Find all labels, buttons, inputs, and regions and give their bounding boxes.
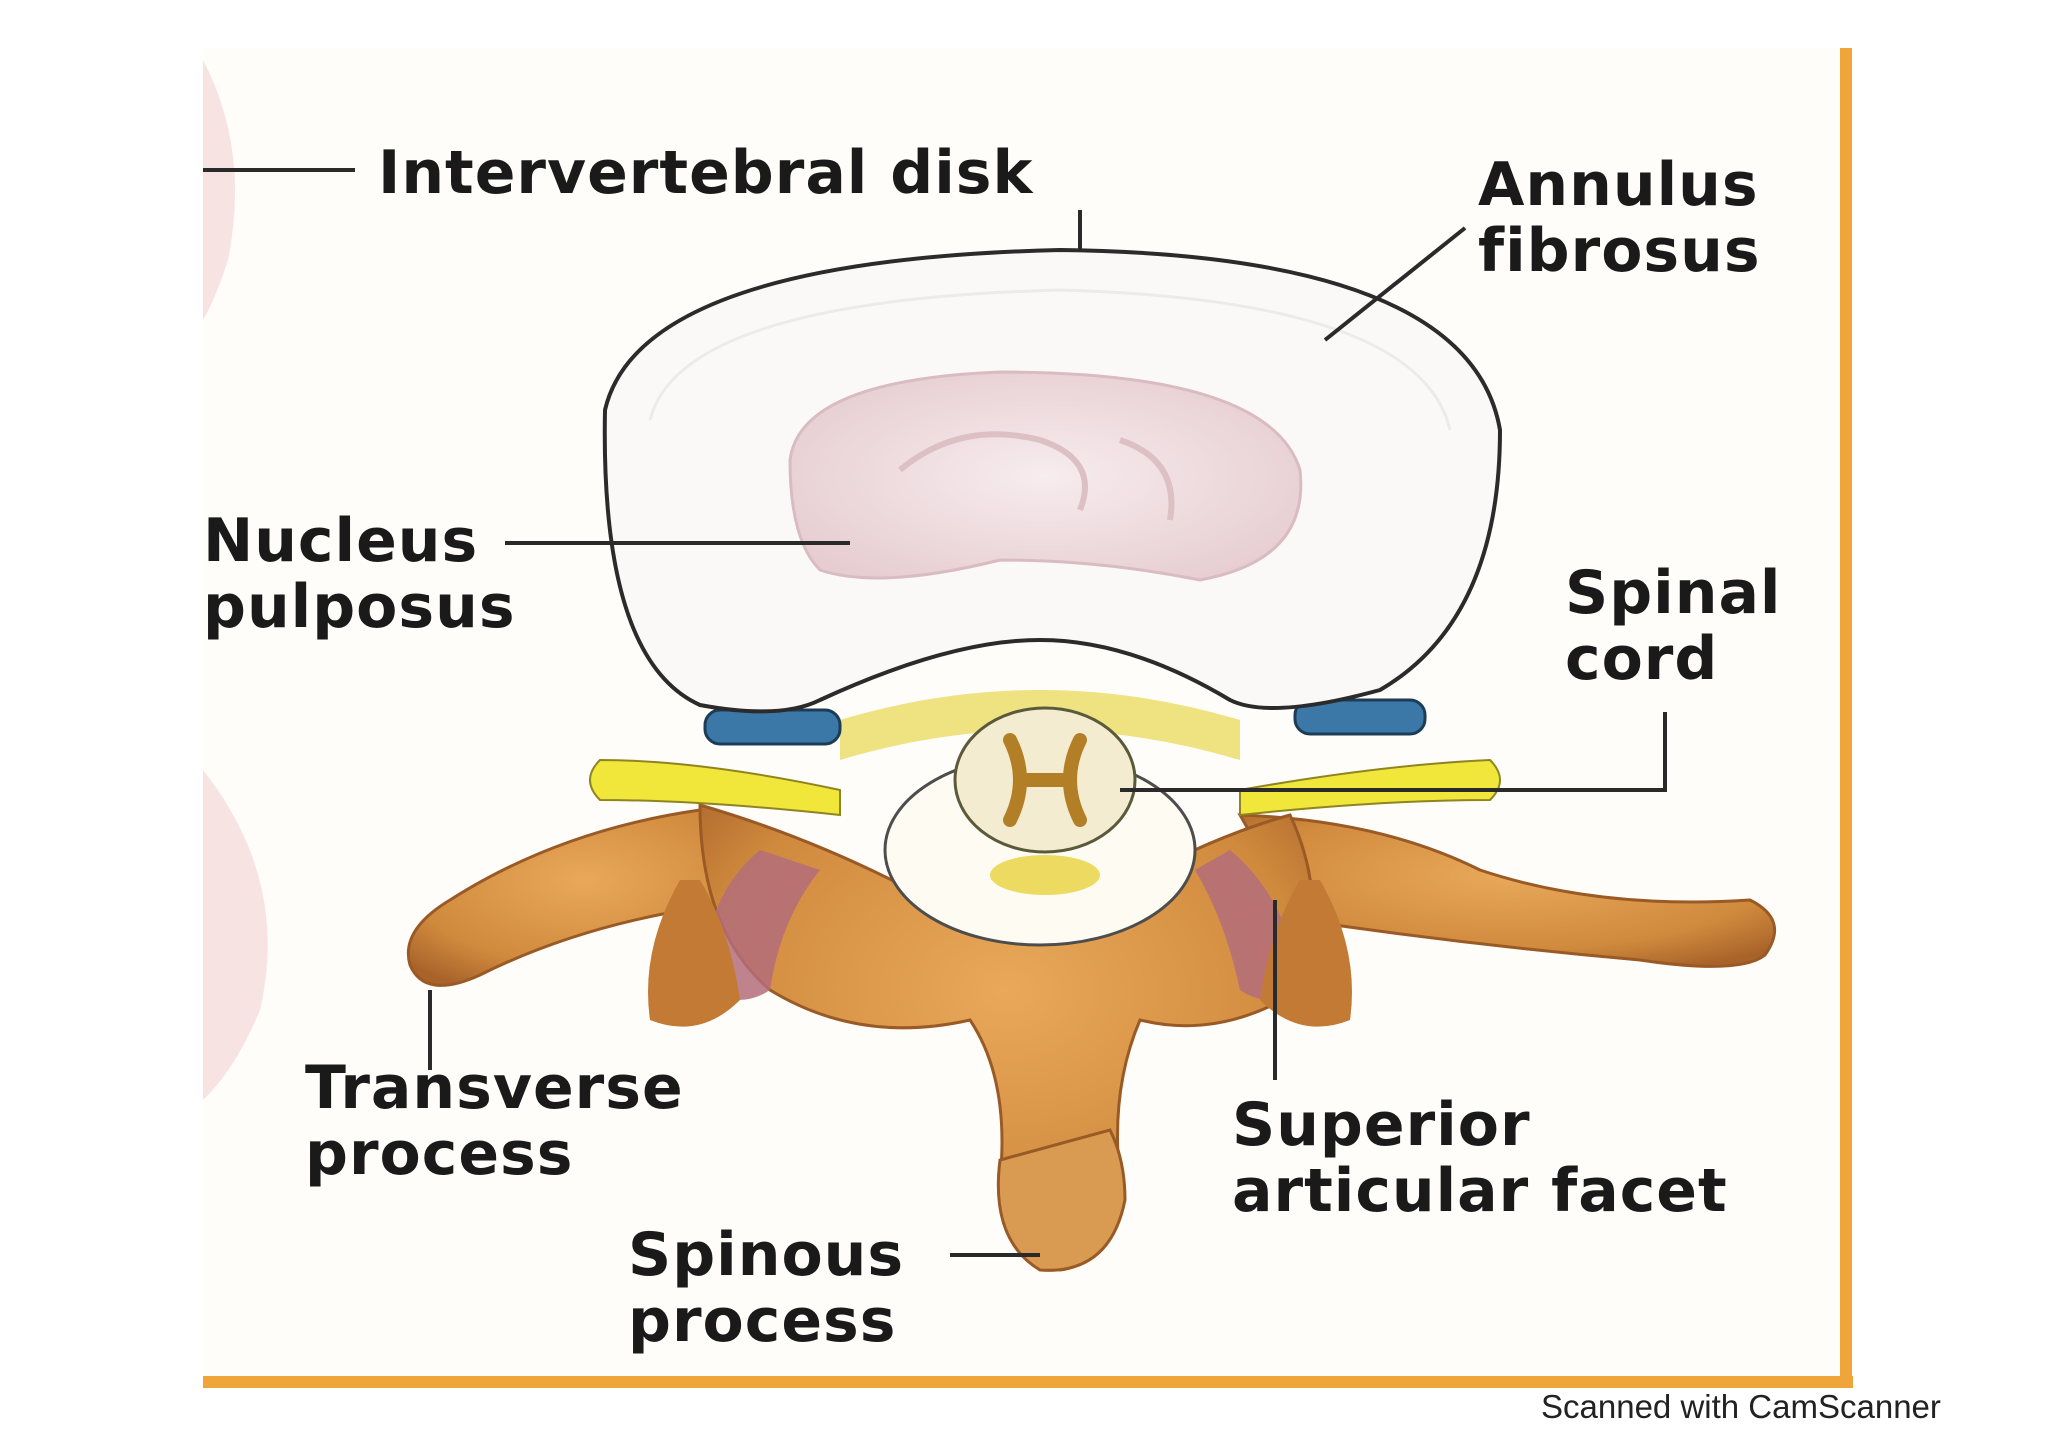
label-nucleus-pulposus-line-2: pulposus (203, 572, 516, 642)
nucleus-pulposus (788, 370, 1303, 582)
label-superior-articular-facet-line-2: articular facet (1232, 1156, 1728, 1226)
label-nucleus-pulposus: Nucleus pulposus (203, 508, 516, 640)
label-transverse-process-line-1: Transverse (305, 1053, 684, 1123)
label-superior-articular-facet-line-1: Superior (1232, 1090, 1531, 1160)
label-spinous-process-line-2: process (628, 1286, 897, 1356)
label-spinous-process: Spinous process (628, 1222, 904, 1354)
label-annulus-fibrosus-line-2: fibrosus (1478, 216, 1761, 286)
label-transverse-process-line-2: process (305, 1119, 574, 1189)
label-annulus-fibrosus: Annulus fibrosus (1478, 152, 1761, 284)
label-intervertebral-disk: Intervertebral disk (378, 140, 1033, 206)
ligament-left (703, 708, 842, 746)
spinal-cord (953, 706, 1137, 895)
label-spinal-cord: Spinal cord (1565, 560, 1782, 692)
adjacent-vertebra-top (203, 60, 236, 320)
leader-spinal-cord (1120, 712, 1667, 792)
label-spinal-cord-line-1: Spinal (1565, 558, 1782, 628)
adjacent-vertebra-bottom (203, 770, 268, 1100)
label-superior-articular-facet: Superior articular facet (1232, 1092, 1728, 1224)
intervertebral-disk (602, 247, 1503, 714)
label-spinal-cord-line-2: cord (1565, 624, 1719, 694)
vertebral-arch (406, 802, 1776, 1272)
leader-lines (203, 168, 1667, 1257)
label-spinous-process-line-1: Spinous (628, 1220, 905, 1290)
ligament-right (1293, 698, 1427, 736)
leader-annulus-fibrosus (1323, 226, 1467, 342)
label-nucleus-pulposus-line-1: Nucleus (203, 506, 479, 576)
label-annulus-fibrosus-line-1: Annulus (1478, 150, 1759, 220)
label-intervertebral-disk-text: Intervertebral disk (378, 138, 1034, 208)
label-transverse-process: Transverse process (305, 1055, 684, 1187)
camscanner-watermark: Scanned with CamScanner (1541, 1388, 1941, 1425)
